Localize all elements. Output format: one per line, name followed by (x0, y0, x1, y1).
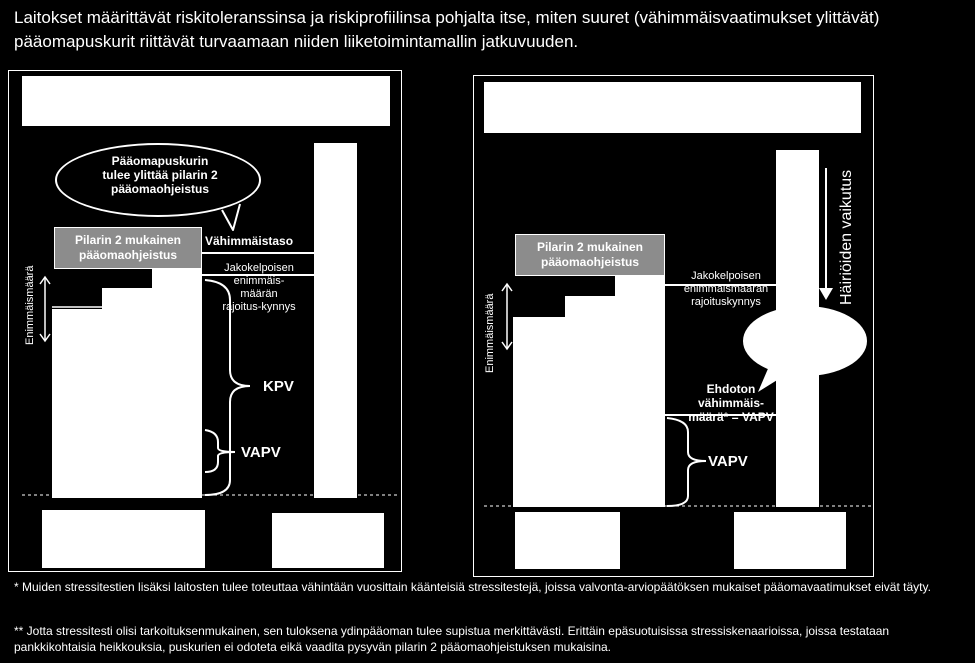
right-step-mid (565, 296, 615, 507)
left-tall-bar (314, 143, 357, 498)
left-step-low (52, 309, 102, 498)
right-vapv-label: VAPV (708, 453, 748, 470)
right-step-low (513, 317, 565, 507)
left-bottom-box-1 (42, 510, 205, 568)
right-bottom-box-1 (515, 512, 620, 569)
left-panel (8, 70, 402, 572)
right-distribution-limit-label: Jakokelpoisen enimmäismäärän rajoituskyn… (683, 270, 769, 308)
left-min-level-label: Vähimmäistaso (205, 234, 294, 248)
left-max-amount-vertical: Enimmäismäärä (24, 265, 36, 345)
footnote-1: * Muiden stressitestien lisäksi laitoste… (14, 580, 931, 594)
right-max-amount-vertical: Enimmäismäärä (484, 293, 496, 373)
left-bubble-text: Pääomapuskurin tulee ylittää pilarin 2 p… (102, 154, 218, 196)
right-disturbance-vertical: Häiriöiden vaikutus (838, 169, 855, 305)
left-distribution-limit-label: Jakokelpoisen enimmäis-määrän rajoitus-k… (222, 262, 296, 313)
left-pillar2-box: Pilarin 2 mukainen pääomaohjeistus (54, 227, 202, 269)
left-capital-column (152, 268, 202, 498)
right-header-box (484, 82, 861, 133)
left-step-mid (102, 288, 152, 498)
right-panel (473, 75, 874, 577)
right-capital-column (615, 275, 665, 507)
footnote-2: ** Jotta stressitesti olisi tarkoituksen… (14, 624, 890, 654)
left-bottom-box-2 (272, 513, 384, 568)
right-bottom-box-2 (734, 512, 846, 569)
left-vapv-label: VAPV (241, 444, 281, 461)
left-header-box (22, 76, 390, 126)
slide-title: Laitokset määrittävät riskitoleranssinsa… (14, 8, 880, 51)
right-pillar2-box: Pilarin 2 mukainen pääomaohjeistus (515, 234, 665, 276)
right-absolute-min-label: Ehdoton vähimmäis-määrä* = VAPV (688, 382, 774, 424)
left-kpv-label: KPV (263, 378, 294, 395)
